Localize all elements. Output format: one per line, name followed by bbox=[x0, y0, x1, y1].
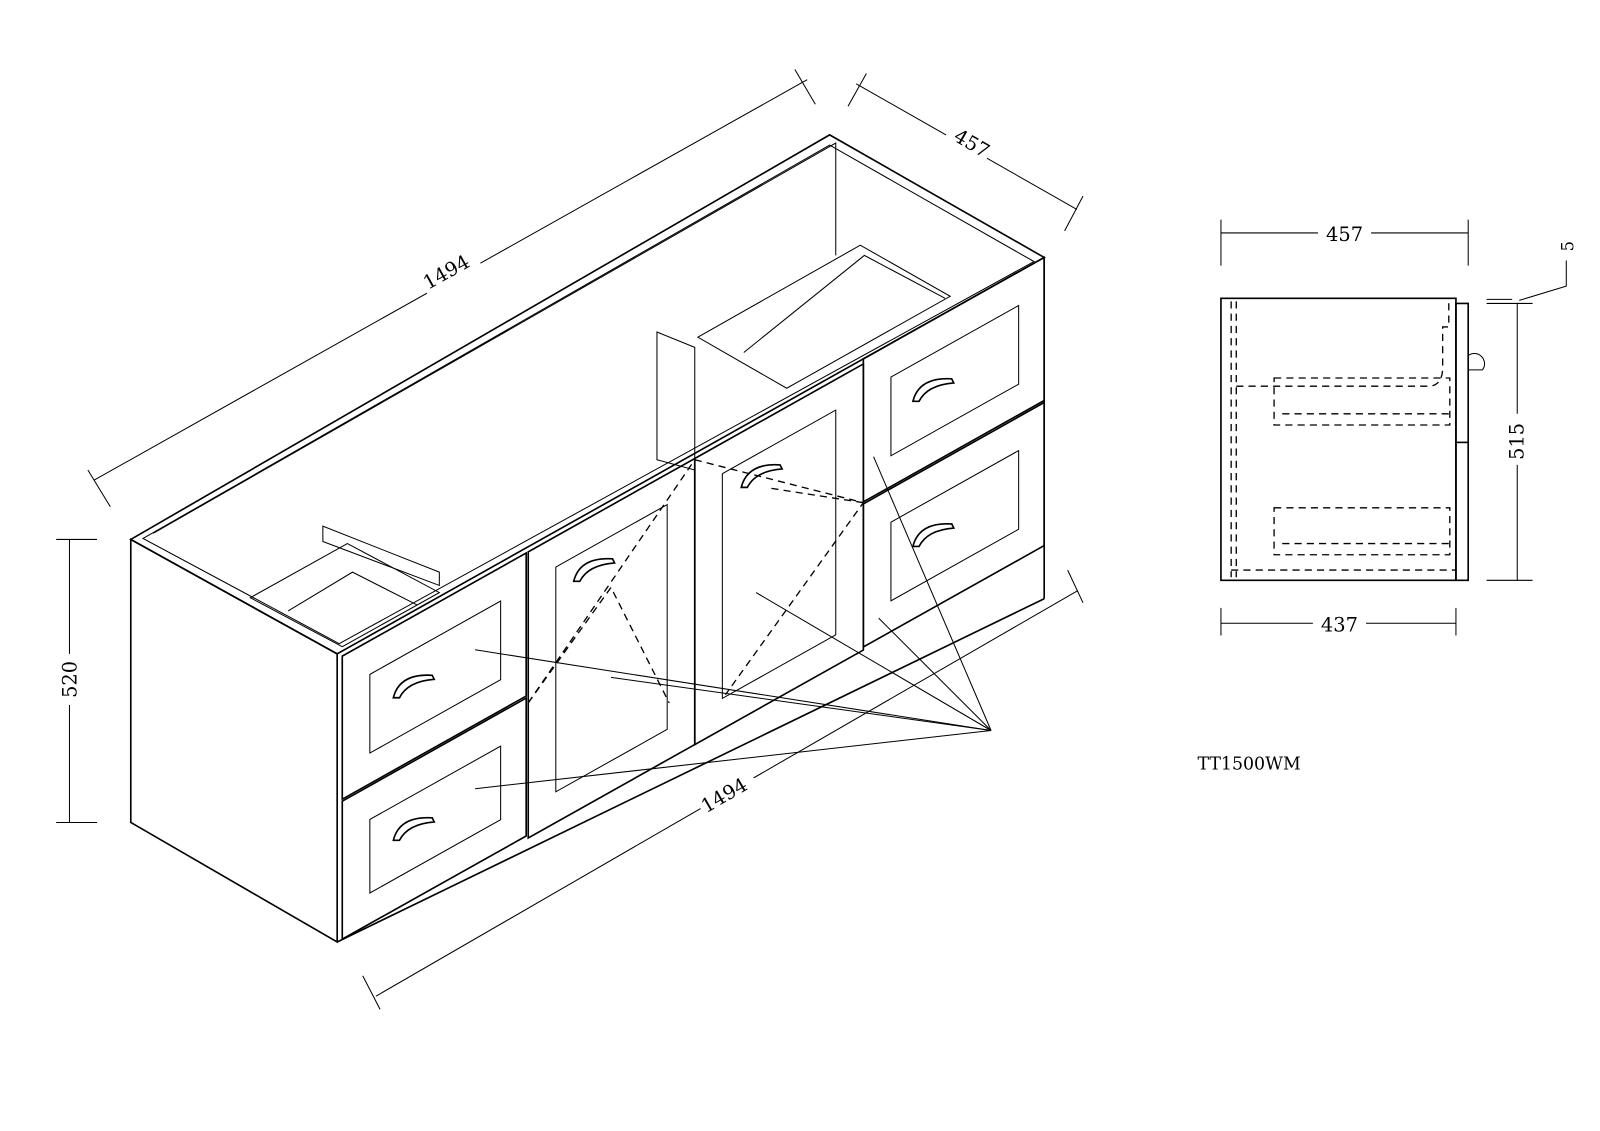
dim-bottom-width: 1494 bbox=[362, 569, 1084, 1010]
drawer-box-right-inner bbox=[743, 254, 946, 353]
dim-side-bottom: 437 bbox=[1220, 607, 1457, 637]
side-drawer-lower bbox=[1273, 507, 1451, 556]
side-handle bbox=[1467, 353, 1485, 371]
side-carcass bbox=[1220, 297, 1457, 582]
leader-line bbox=[755, 592, 992, 731]
right-drawer-top-panel bbox=[890, 304, 1020, 457]
door-right bbox=[693, 362, 865, 746]
right-drawer-bottom-panel bbox=[890, 449, 1020, 602]
leader-line bbox=[873, 456, 992, 731]
door-right-panel bbox=[721, 409, 837, 700]
drawer-handle-icon bbox=[911, 523, 956, 548]
drawer-box-right bbox=[696, 244, 952, 389]
door-left-panel bbox=[555, 503, 668, 793]
partition-right bbox=[656, 331, 696, 471]
leader-line bbox=[475, 729, 992, 790]
left-drawer-top-panel bbox=[369, 600, 502, 754]
side-drawer-upper bbox=[1273, 377, 1451, 426]
leader-lines bbox=[475, 456, 992, 790]
dim-door-thickness-label: 5 bbox=[1558, 241, 1577, 251]
dim-top-depth: 457 bbox=[847, 73, 1084, 232]
door-swing-left bbox=[527, 586, 670, 704]
side-section-view: 457 437 515 5 bbox=[1220, 219, 1577, 637]
drawer-box-left-inner bbox=[287, 571, 418, 612]
dim-height: 520 bbox=[56, 538, 98, 823]
dim-height-label: 520 bbox=[59, 661, 82, 698]
leader-line bbox=[610, 676, 992, 732]
cabinet-top-rim bbox=[129, 133, 1046, 655]
drawer-handle-icon bbox=[572, 557, 616, 583]
door-swing-right-b bbox=[771, 487, 864, 504]
cabinet-front-bottom bbox=[336, 597, 1045, 943]
inner-back-edge bbox=[153, 142, 837, 534]
left-drawer-bottom-panel bbox=[369, 745, 502, 894]
dim-side-top: 457 bbox=[1220, 219, 1469, 266]
isometric-cabinet-view: 1494 457 520 1494 bbox=[56, 69, 1084, 1010]
cabinet-fronts bbox=[341, 256, 1046, 941]
dim-side-bottom-label: 437 bbox=[1321, 613, 1358, 636]
model-code: TT1500WM bbox=[1197, 754, 1300, 774]
dim-top-width: 1494 bbox=[87, 69, 816, 508]
leader-line bbox=[475, 649, 992, 732]
door-swing-right bbox=[694, 459, 865, 696]
left-drawer-top-front bbox=[341, 551, 527, 801]
drawer-handle-icon bbox=[392, 674, 436, 699]
partition-left bbox=[322, 525, 440, 587]
dim-side-height-label: 515 bbox=[1505, 423, 1528, 460]
left-drawer-bottom-front bbox=[341, 696, 527, 941]
drawer-handle-icon bbox=[392, 816, 436, 842]
drawer-handle-icon bbox=[740, 463, 784, 489]
leader-line bbox=[878, 617, 992, 731]
door-swing-left-b bbox=[527, 459, 696, 704]
cabinet-inner-rim bbox=[141, 144, 1036, 645]
dim-side-height: 515 5 bbox=[1486, 241, 1577, 581]
drawer-box-left bbox=[249, 542, 441, 648]
dim-side-top-label: 457 bbox=[1326, 223, 1363, 246]
drawer-handle-icon bbox=[911, 377, 956, 403]
